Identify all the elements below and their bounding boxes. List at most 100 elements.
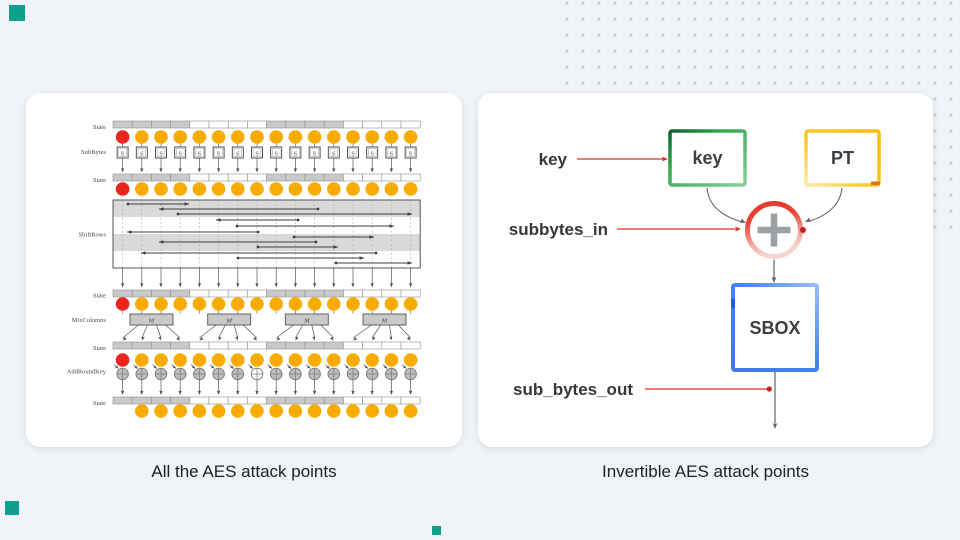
- svg-text:State: State: [93, 124, 106, 131]
- svg-text:MixColumns: MixColumns: [72, 317, 107, 324]
- pt-node-box: [804, 129, 881, 187]
- attack-dot: [403, 404, 418, 418]
- attack-dot: [154, 182, 168, 196]
- attack-dot: [384, 404, 399, 418]
- attack-dot: [307, 297, 322, 311]
- svg-text:S: S: [140, 150, 144, 157]
- attack-dot: [231, 130, 245, 144]
- attack-dot: [384, 353, 399, 367]
- attack-dot: [384, 130, 399, 144]
- addroundkey-row: [113, 364, 417, 395]
- attack-dot: [231, 353, 245, 367]
- sub-bytes-out-pointer-label: sub_bytes_out: [513, 380, 633, 399]
- attack-dot-row-4: [115, 353, 418, 367]
- attack-dot: [403, 182, 418, 196]
- attack-dot: [211, 353, 226, 367]
- attack-dot: [115, 130, 130, 144]
- attack-dot: [231, 297, 245, 311]
- attack-dot: [135, 404, 149, 418]
- sbox-node-label: SBOX: [749, 318, 800, 338]
- attack-dot: [192, 130, 207, 144]
- attack-dot: [288, 404, 303, 418]
- attack-dot: [250, 404, 264, 418]
- attack-dot: [288, 297, 303, 311]
- attack-dot: [346, 297, 360, 311]
- left-caption: All the AES attack points: [151, 462, 337, 481]
- svg-text:S: S: [217, 150, 221, 157]
- attack-dot: [173, 130, 187, 144]
- svg-text:State: State: [93, 400, 106, 407]
- attack-dot: [365, 353, 380, 367]
- svg-text:S: S: [313, 150, 317, 157]
- svg-text:M: M: [225, 317, 232, 324]
- svg-text:M: M: [381, 317, 388, 324]
- attack-dot: [250, 353, 264, 367]
- svg-text:S: S: [255, 150, 259, 157]
- svg-text:State: State: [93, 177, 106, 184]
- svg-text:S: S: [332, 150, 336, 157]
- attack-dot: [250, 297, 264, 311]
- key-to-xor-connector: [706, 187, 743, 223]
- subbytes-in-arrowhead: [735, 226, 741, 232]
- xor-to-sbox-arrowhead: [771, 277, 777, 283]
- attack-dot: [250, 130, 264, 144]
- attack-dot: [269, 182, 283, 196]
- attack-dot: [327, 182, 341, 196]
- attack-dot: [307, 130, 322, 144]
- attack-dot: [327, 297, 341, 311]
- key-to-xor-arrowhead: [740, 218, 746, 223]
- attack-dot: [269, 297, 283, 311]
- attack-dot: [115, 182, 130, 196]
- attack-dot: [307, 404, 322, 418]
- svg-text:S: S: [390, 150, 394, 157]
- attack-dot: [365, 404, 380, 418]
- attack-dot: [384, 182, 399, 196]
- key-node-box: [668, 129, 747, 187]
- attack-dot: [135, 182, 149, 196]
- sbox-box-notch: [731, 299, 735, 308]
- attack-dot-row-3: [115, 297, 418, 311]
- svg-text:State: State: [93, 293, 106, 300]
- attack-dot: [173, 182, 187, 196]
- attack-dot: [154, 404, 168, 418]
- diagram-row-labels: StateSubBytesStateShiftRowsStateMixColum…: [67, 124, 107, 407]
- subbytes-in-pointer-label: subbytes_in: [509, 220, 608, 239]
- accent-square-bottom-center: [432, 526, 441, 535]
- attack-dot: [307, 182, 322, 196]
- attack-dot: [403, 353, 418, 367]
- svg-text:M: M: [303, 317, 310, 324]
- attack-dot: [154, 297, 168, 311]
- svg-text:S: S: [159, 150, 163, 157]
- svg-text:S: S: [274, 150, 278, 157]
- svg-text:S: S: [178, 150, 182, 157]
- attack-dot: [192, 353, 207, 367]
- svg-text:S: S: [198, 150, 202, 157]
- attack-dot: [403, 130, 418, 144]
- svg-text:S: S: [370, 150, 374, 157]
- attack-dot: [269, 130, 283, 144]
- xor-red-dot: [800, 227, 806, 233]
- attack-dot: [231, 182, 245, 196]
- attack-dot-row-2: [115, 182, 418, 196]
- attack-dot: [288, 182, 303, 196]
- attack-dot: [192, 182, 207, 196]
- attack-dot: [346, 130, 360, 144]
- attack-dot: [173, 404, 187, 418]
- attack-dot: [211, 404, 226, 418]
- svg-text:SubBytes: SubBytes: [81, 149, 106, 156]
- attack-dot: [211, 297, 226, 311]
- attack-dot: [173, 353, 187, 367]
- accent-square-top-left: [9, 5, 25, 21]
- pt-node-label: PT: [831, 148, 854, 168]
- key-pointer-label: key: [539, 150, 568, 169]
- attack-dot: [192, 404, 207, 418]
- svg-text:S: S: [409, 150, 413, 157]
- attack-dot: [115, 297, 130, 311]
- right-panel-card: key key PT subbytes_in SBOX: [478, 93, 933, 447]
- attack-dot: [327, 404, 341, 418]
- attack-dot: [403, 297, 418, 311]
- svg-text:S: S: [294, 150, 298, 157]
- key-pointer-arrowhead: [662, 156, 668, 162]
